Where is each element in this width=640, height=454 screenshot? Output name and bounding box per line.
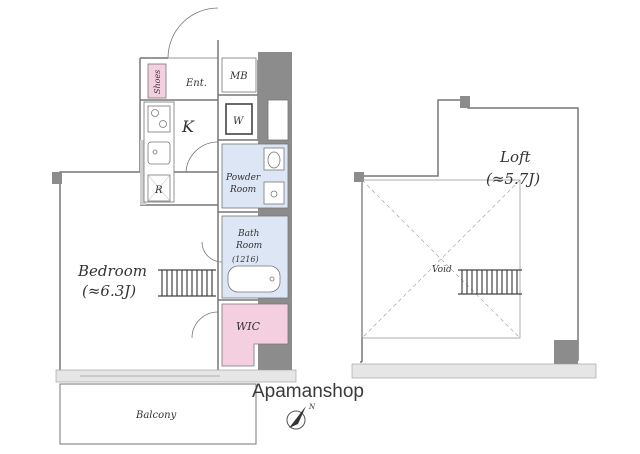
void-label: Void (432, 265, 452, 275)
bedroom-label: Bedroom (77, 262, 147, 280)
powder-sink (263, 181, 285, 205)
washer (225, 103, 253, 135)
loft-label: Loft (499, 148, 532, 166)
entrance-door (167, 7, 219, 59)
loft-corner-wall (460, 96, 470, 108)
mb-closet (221, 57, 257, 93)
shoes-cabinet (147, 63, 167, 99)
svg-text:N: N (308, 403, 316, 411)
stove-top (147, 105, 171, 133)
loft-ladder (458, 269, 522, 295)
bath-room-label-1: Bath (237, 229, 259, 239)
loft-corner-column (554, 340, 578, 364)
bedroom-ladder (158, 269, 216, 297)
powder-sink-icon (270, 190, 278, 198)
burner-icon (159, 120, 167, 128)
bedroom-size-label: (≈6.3J) (82, 282, 136, 300)
wic-door (191, 311, 219, 339)
bathtub (227, 265, 281, 293)
mid-wall-column (140, 140, 146, 205)
left-wall-column (52, 172, 62, 184)
toilet-icon (267, 151, 281, 169)
burner-icon (151, 109, 159, 117)
loft-corner-column-left (354, 172, 364, 182)
sink (147, 141, 171, 165)
balcony-label: Balcony (135, 410, 177, 421)
brand-logo: Apamanshop (252, 381, 364, 402)
compass-icon: N (286, 403, 316, 430)
wic-label: WIC (236, 320, 261, 333)
sink-drain-icon (152, 149, 158, 155)
mb-label: MB (229, 71, 248, 82)
refrigerator-label: R (154, 185, 163, 196)
powder-room-label-1: Powder (225, 173, 261, 183)
balcony (59, 383, 257, 445)
kitchen-label: K (181, 117, 195, 136)
bath-size-label: (1216) (232, 255, 259, 264)
void-area (361, 179, 521, 339)
washer-label: W (233, 116, 244, 127)
shoes-label: Shoes (153, 70, 162, 94)
entrance-label: Ent. (185, 78, 207, 89)
bath-door (201, 241, 223, 263)
structural-column-light (267, 99, 289, 141)
powder-room-label-2: Room (229, 185, 256, 195)
bath-room-label-2: Room (235, 241, 262, 251)
loft-bottom-band (351, 363, 597, 379)
bedroom-window (55, 369, 297, 383)
powder-door (185, 141, 219, 173)
loft-size-label: (≈5.7J) (486, 170, 540, 188)
bath-drain-icon (269, 276, 275, 282)
wic-closet (221, 303, 289, 367)
